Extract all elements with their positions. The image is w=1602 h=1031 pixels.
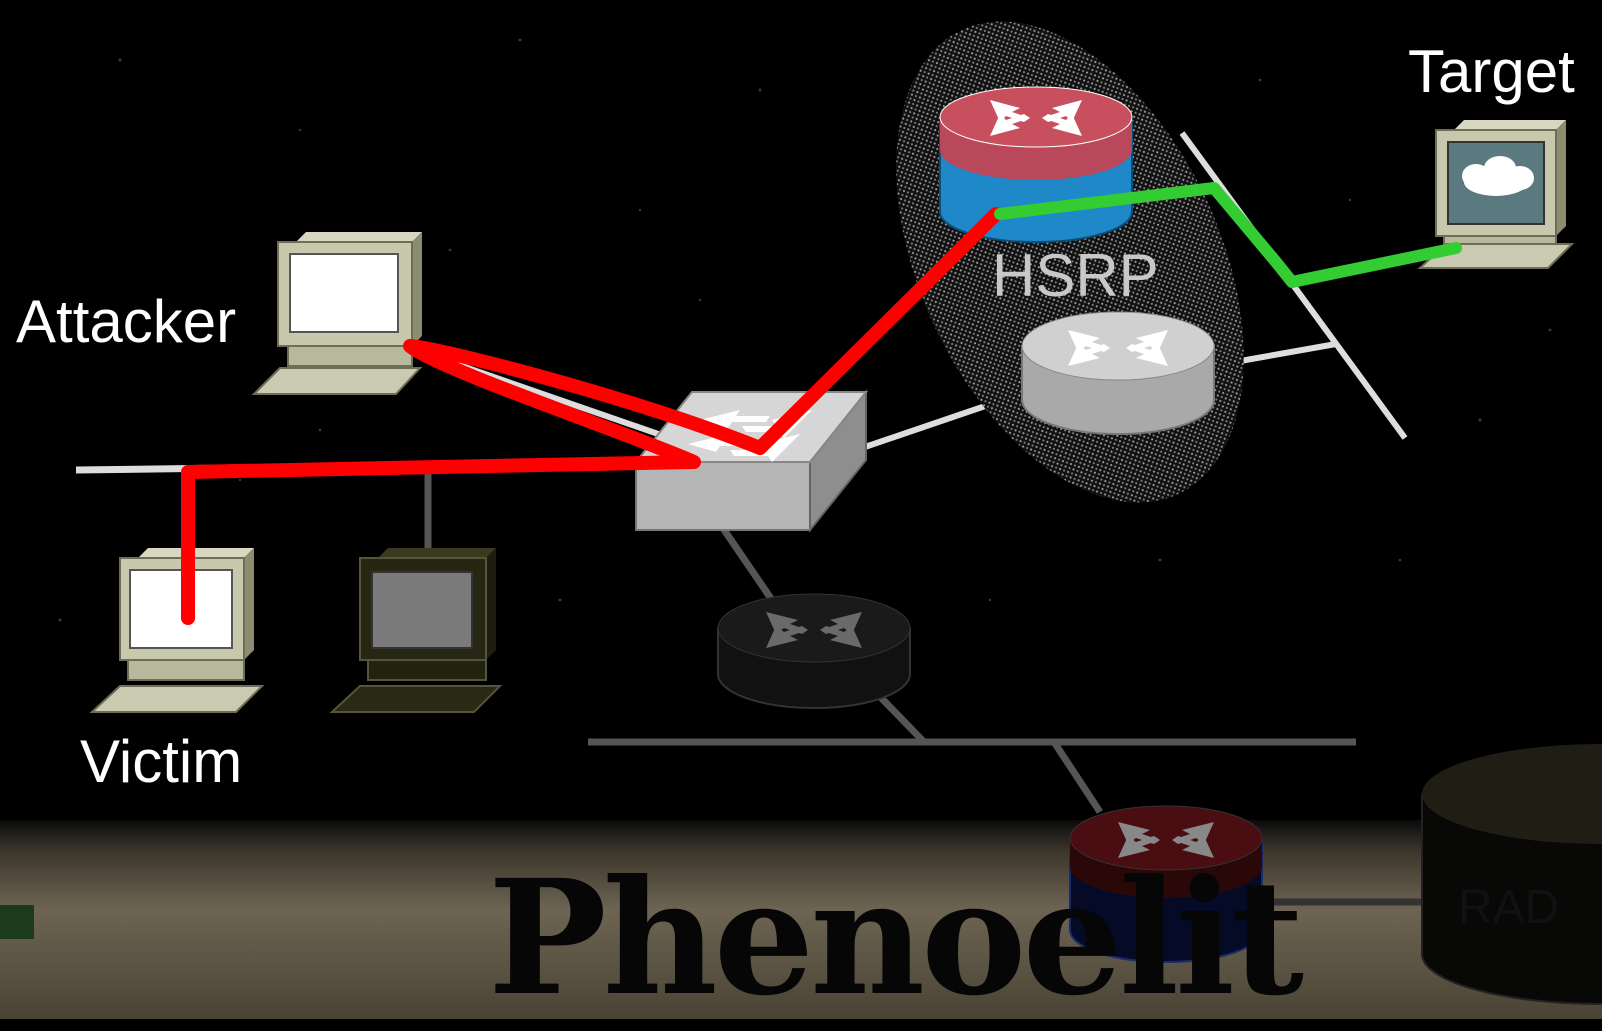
link-switch-backbone (713, 516, 775, 602)
attack-path (181, 207, 1003, 625)
target-label: Target (1408, 38, 1575, 105)
green-marker (0, 905, 34, 939)
link-segment-edge (1051, 740, 1103, 814)
router-arrows-icon (1118, 822, 1214, 858)
rad-server[interactable] (1421, 744, 1602, 1005)
target-host[interactable] (1417, 120, 1575, 269)
victim-label: Victim (80, 728, 243, 795)
hsrp-standby-router[interactable] (1021, 311, 1215, 435)
attacker-host[interactable] (251, 232, 423, 395)
dark-host[interactable] (329, 548, 503, 713)
legit-path (994, 182, 1462, 288)
router-arrows-icon (766, 612, 862, 648)
hsrp-label: HSRP (992, 242, 1159, 309)
rad-label: RAD (1458, 881, 1560, 934)
cloud-icon (1462, 156, 1534, 196)
hsrp-active-router[interactable] (939, 86, 1133, 243)
attacker-label: Attacker (16, 288, 237, 355)
phenoelit-banner: Phenoelit (488, 846, 1304, 1031)
backbone-router[interactable] (717, 593, 911, 709)
ground-band (0, 820, 1602, 1019)
starfield (58, 38, 1552, 622)
edge-router[interactable] (1069, 805, 1263, 963)
router-arrows-icon (1068, 330, 1168, 366)
router-arrows-icon (990, 100, 1082, 136)
